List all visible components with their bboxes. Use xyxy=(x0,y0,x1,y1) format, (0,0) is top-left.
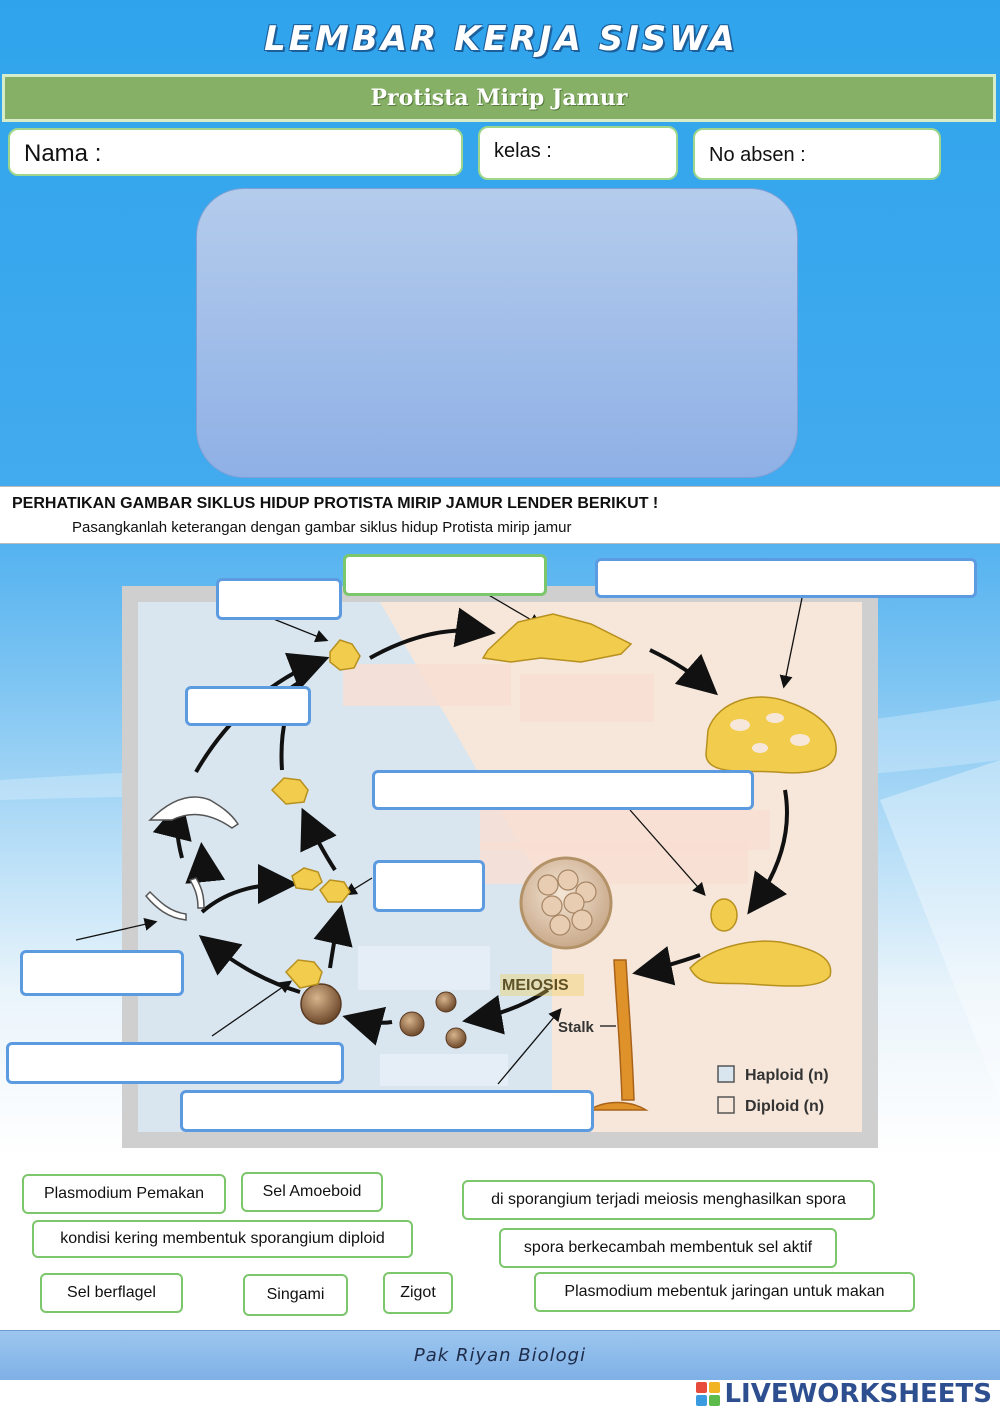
drop-box-flagellated[interactable] xyxy=(185,686,311,726)
amoeboid-cell-2 xyxy=(319,879,351,903)
drop-box-amoeboid[interactable] xyxy=(216,578,342,620)
stalk-base xyxy=(587,1101,649,1111)
topic-banner: Protista Mirip Jamur xyxy=(2,74,996,122)
liveworksheets-logo[interactable]: LIVEWORKSHEETS xyxy=(696,1378,992,1410)
feeding-plasmodium xyxy=(481,613,633,663)
drop-box-syngamy[interactable] xyxy=(20,950,184,996)
drop-box-spore-germination[interactable] xyxy=(373,860,485,912)
amoeboid-cell-4 xyxy=(270,777,309,805)
chip-kondisi-kering[interactable]: kondisi kering membentuk sporangium dipl… xyxy=(32,1220,413,1258)
drying-plasmodium xyxy=(689,940,832,987)
legend-diploid-swatch xyxy=(717,1096,735,1114)
liveworksheets-logo-icon xyxy=(696,1382,721,1406)
chip-sel-berflagel[interactable]: Sel berflagel xyxy=(40,1273,183,1313)
plasmodium-holes xyxy=(730,713,810,753)
instruction-panel: PERHATIKAN GAMBAR SIKLUS HIDUP PROTISTA … xyxy=(0,486,1000,544)
worksheet-title-text: LEMBAR KERJA SISWA xyxy=(264,19,738,59)
footer-bar: Pak Riyan Biologi xyxy=(0,1330,1000,1380)
instruction-heading: PERHATIKAN GAMBAR SIKLUS HIDUP PROTISTA … xyxy=(12,495,659,512)
drop-box-meiosis[interactable] xyxy=(180,1090,594,1132)
amoeboid-cell-3 xyxy=(291,867,323,891)
chip-singami[interactable]: Singami xyxy=(243,1274,348,1316)
emerging-amoeboid xyxy=(284,959,323,989)
topic-banner-text: Protista Mirip Jamur xyxy=(370,85,628,111)
released-spores xyxy=(399,991,467,1049)
spores-inside-sporangium xyxy=(537,869,597,936)
kelas-field[interactable]: kelas : xyxy=(478,126,678,180)
stalk-label: Stalk xyxy=(558,1019,595,1036)
absen-label: No absen : xyxy=(709,144,806,166)
young-sporangium xyxy=(710,898,738,932)
chip-spora-berkecambah[interactable]: spora berkecambah membentuk sel aktif xyxy=(499,1228,837,1268)
chip-plasmodium-jaringan[interactable]: Plasmodium mebentuk jaringan untuk makan xyxy=(534,1272,915,1312)
chip-meiosis-sporangium[interactable]: di sporangium terjadi meiosis menghasilk… xyxy=(462,1180,875,1220)
instruction-subtext: Pasangkanlah keterangan dengan gambar si… xyxy=(72,519,572,536)
drop-box-zygote[interactable] xyxy=(6,1042,344,1084)
drop-box-feeding-plasmodium[interactable] xyxy=(343,554,547,596)
student-photo-frame xyxy=(196,188,798,478)
absen-field[interactable]: No absen : xyxy=(693,128,941,180)
nama-label: Nama : xyxy=(24,140,102,167)
chip-plasmodium-pemakan[interactable]: Plasmodium Pemakan xyxy=(22,1174,226,1214)
meiosis-label: MEIOSIS xyxy=(502,977,569,994)
drop-box-network-plasmodium[interactable] xyxy=(595,558,977,598)
flagellated-cells xyxy=(144,796,240,921)
germinating-spore xyxy=(300,983,342,1025)
footer-author: Pak Riyan Biologi xyxy=(413,1345,587,1366)
worksheet-title: LEMBAR KERJA SISWA xyxy=(6,8,996,70)
amoeboid-cell xyxy=(329,639,361,671)
legend-haploid-label: Haploid (n) xyxy=(745,1067,829,1084)
liveworksheets-logo-text: LIVEWORKSHEETS xyxy=(724,1379,992,1409)
sporangium-stalk xyxy=(613,959,635,1101)
legend-haploid-swatch xyxy=(717,1065,735,1083)
kelas-label: kelas : xyxy=(494,140,552,162)
drop-box-drying[interactable] xyxy=(372,770,754,810)
nama-field[interactable]: Nama : xyxy=(8,128,463,176)
chip-sel-amoeboid[interactable]: Sel Amoeboid xyxy=(241,1172,383,1212)
chip-zigot[interactable]: Zigot xyxy=(383,1272,453,1314)
legend-diploid-label: Diploid (n) xyxy=(745,1098,824,1115)
